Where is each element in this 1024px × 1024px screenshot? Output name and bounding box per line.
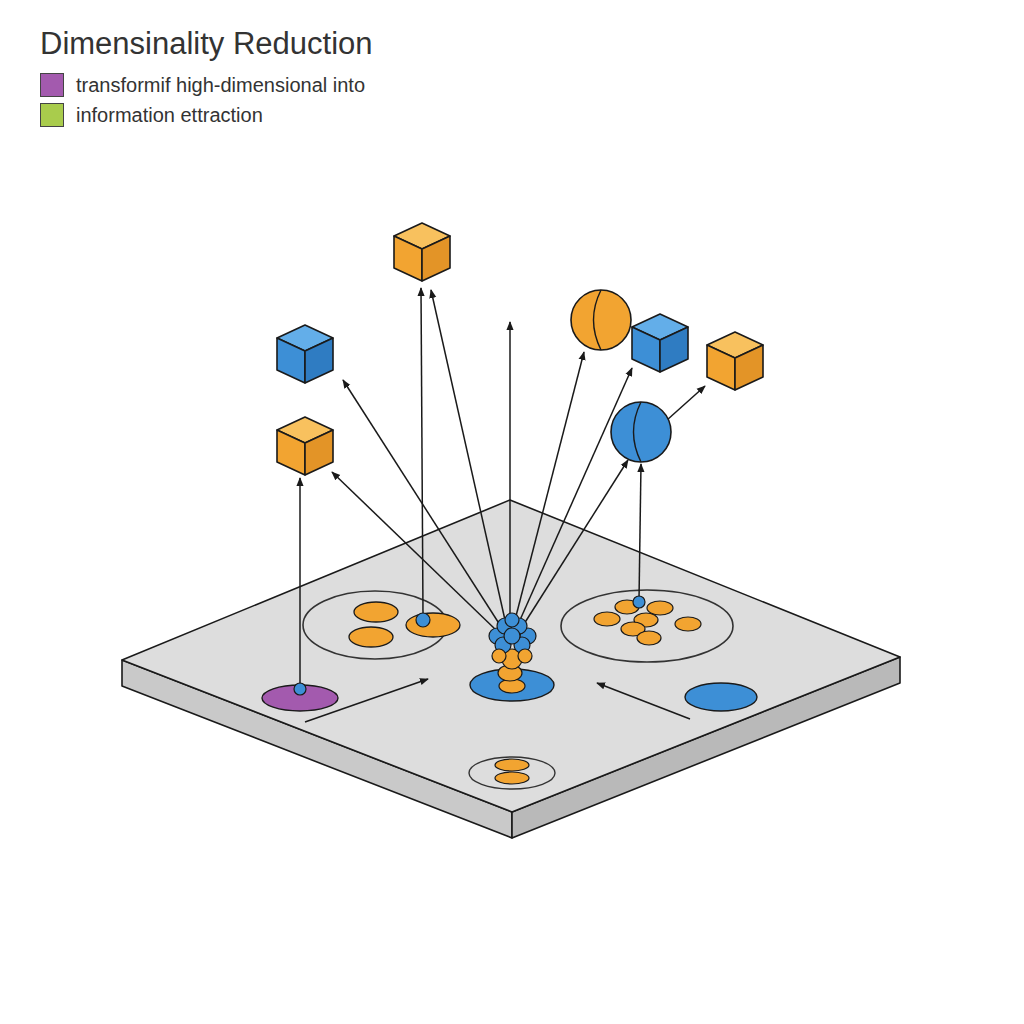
projection-arrow xyxy=(299,478,301,686)
legend-label: transformif high-dimensional into xyxy=(76,74,365,97)
projection-arrow xyxy=(343,380,500,625)
data-point xyxy=(594,612,620,626)
data-point xyxy=(492,649,506,663)
data-point xyxy=(495,759,529,771)
sphere-seam xyxy=(594,290,602,350)
projection-arrow xyxy=(597,683,690,719)
cluster-ring xyxy=(303,591,447,659)
projection-arrow xyxy=(520,368,632,620)
cluster-ring xyxy=(469,757,555,789)
data-point xyxy=(675,617,701,631)
anchor-dot xyxy=(294,683,306,695)
projection-arrow xyxy=(305,679,428,722)
data-point xyxy=(647,601,673,615)
data-point xyxy=(504,628,520,644)
blue-cube xyxy=(632,314,688,372)
data-point xyxy=(495,772,529,784)
legend-item: information ettraction xyxy=(40,102,263,128)
orange-cube xyxy=(707,332,763,390)
data-point xyxy=(518,649,532,663)
projection-arrow xyxy=(639,464,641,600)
data-point xyxy=(505,613,519,627)
orange-cube xyxy=(277,417,333,475)
projection-arrow xyxy=(515,352,584,620)
blue-sphere xyxy=(611,402,671,462)
data-point xyxy=(349,627,393,647)
anchor-dot xyxy=(416,613,430,627)
platform-top xyxy=(122,500,900,812)
orange-cube xyxy=(394,223,450,281)
projection-arrow xyxy=(667,386,705,420)
sphere-seam xyxy=(634,402,642,462)
data-point xyxy=(354,602,398,622)
projection-arrow xyxy=(332,472,496,630)
anchor-dot xyxy=(633,596,645,608)
cluster-ring xyxy=(561,590,733,662)
data-point xyxy=(637,631,661,645)
blue-cube xyxy=(277,325,333,383)
projection-arrow xyxy=(421,288,423,615)
orange-sphere xyxy=(571,290,631,350)
blue-marker xyxy=(685,683,757,711)
legend-label: information ettraction xyxy=(76,104,263,127)
projection-arrow xyxy=(524,460,628,624)
diagram-title: Dimensinality Reduction xyxy=(40,26,373,62)
projection-arrow xyxy=(509,322,511,620)
legend-item: transformif high-dimensional into xyxy=(40,72,365,98)
projection-arrow xyxy=(431,290,505,620)
legend-swatch xyxy=(40,73,64,97)
legend-swatch xyxy=(40,103,64,127)
data-point xyxy=(406,613,460,637)
